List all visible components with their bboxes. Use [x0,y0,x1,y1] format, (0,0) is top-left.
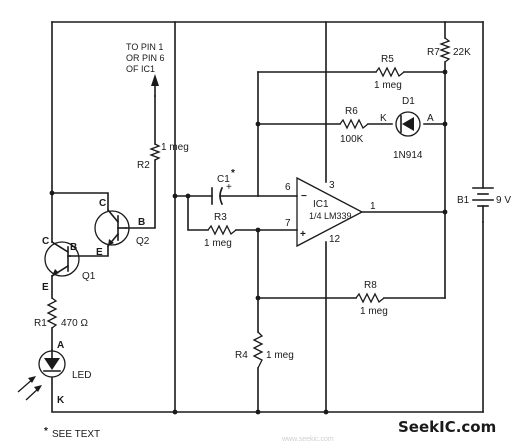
q2-c: C [99,198,106,209]
resistor-r4 [252,331,264,369]
led [17,349,66,401]
q1-b: B [70,242,77,253]
r2-ref: R2 [137,160,150,171]
transistor-q2 [94,208,130,248]
r7-value: 22K [453,47,471,58]
resistor-r2 [149,143,161,161]
watermark-brand: SeekIC.com [398,418,496,436]
ic1-pin12: 12 [329,234,341,245]
q1-e: E [42,282,49,293]
footnote-text: SEE TEXT [52,429,100,440]
note-pin-line1: TO PIN 1 [126,42,163,52]
q2-b: B [138,217,145,228]
ic1-pin6: 6 [285,182,291,193]
resistor-r8 [355,292,385,304]
pin-note-arrow [151,74,159,86]
ic1-pin1: 1 [370,201,376,212]
q1-c: C [42,236,49,247]
d1-k: K [380,113,387,124]
note-pin-line3: OF IC1 [126,64,155,74]
resistor-r3 [207,224,237,236]
r2-value: 1 meg [161,142,189,153]
r5-value: 1 meg [374,80,402,91]
comparator-ic1 [296,176,364,248]
led-a: A [57,340,64,351]
q2-ref: Q2 [136,236,150,247]
r3-ref: R3 [214,212,227,223]
footnote-star: * [44,426,48,437]
note-pin-line2: OR PIN 6 [126,53,165,63]
c1-star: * [231,168,235,179]
r8-value: 1 meg [360,306,388,317]
b1-value: 9 V [496,195,511,206]
r4-value: 1 meg [266,350,294,361]
r3-value: 1 meg [204,238,232,249]
resistor-r5 [375,66,405,78]
d1-value: 1N914 [393,150,423,161]
r6-ref: R6 [345,106,358,117]
resistor-r1 [46,297,58,329]
ic1-value: 1/4 LM339 [309,211,352,221]
r4-ref: R4 [235,350,248,361]
d1-a: A [427,113,434,124]
resistor-r6 [339,118,369,130]
resistor-r7 [439,37,451,63]
d1-ref: D1 [402,96,415,107]
r7-ref: R7 [427,47,440,58]
r8-ref: R8 [364,280,377,291]
r1-value: 470 Ω [61,318,88,329]
ic1-pin3: 3 [329,180,335,191]
battery-b1 [472,187,494,223]
r1-ref: R1 [34,318,47,329]
ic1-pin7: 7 [285,218,291,229]
transistor-q1 [44,240,80,278]
wires [51,21,484,413]
q1-ref: Q1 [82,271,96,282]
ic1-ref: IC1 [313,199,329,210]
b1-ref: B1 [457,195,470,206]
ic1-plus: + [300,229,306,240]
c1-plus: + [226,182,232,193]
led-k: K [57,395,65,406]
led-ref: LED [72,370,91,381]
diode-d1 [395,111,421,137]
junction-dots [49,69,448,415]
capacitor-c1 [211,186,224,206]
r6-value: 100K [340,134,364,145]
r5-ref: R5 [381,54,394,65]
c1-ref: C1 [217,174,230,185]
ic1-minus: − [301,191,307,202]
q2-e: E [96,247,103,258]
watermark-faint: www.seekic.com [281,436,334,443]
